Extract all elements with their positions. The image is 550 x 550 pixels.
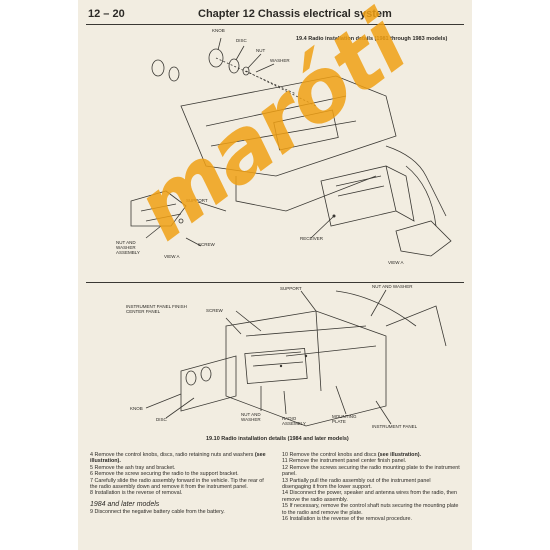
body-text: 4 Remove the control knobs, discs, radio… [90, 452, 462, 546]
knob-2-right [200, 366, 212, 382]
view-a-right-detail [395, 220, 452, 257]
label-nut-and-washer-2: NUT AND WASHER [372, 284, 413, 289]
page-number: 12 – 20 [88, 8, 125, 20]
step-13: 13 Partially pull the radio assembly out… [282, 477, 431, 491]
manual-page: 12 – 20 Chapter 12 Chassis electrical sy… [78, 0, 472, 550]
label-finish-panel: INSTRUMENT PANEL FINISH CENTER PANEL [126, 304, 187, 314]
label-support-2: SUPPORT [280, 286, 302, 291]
page-header: 12 – 20 Chapter 12 Chassis electrical sy… [86, 6, 464, 25]
label-knob-2: KNOB [130, 406, 143, 411]
mounting-plate-front [180, 355, 237, 412]
label-receiver: RECEIVER [300, 236, 324, 241]
label-support: SUPPORT [186, 198, 208, 203]
label-view-a-right: VIEW A [388, 260, 404, 265]
wiring [385, 145, 447, 227]
text-column-left: 4 Remove the control knobs, discs, radio… [90, 452, 268, 515]
step-12: 12 Remove the screws securing the radio … [282, 464, 460, 478]
label-nut-washer-assembly: NUT AND WASHER ASSEMBLY [116, 240, 140, 255]
step-6: 6 Remove the screw securing the radio to… [90, 471, 239, 478]
view-a-left-detail [130, 190, 187, 227]
step-5: 5 Remove the ash tray and bracket. [90, 464, 176, 471]
step-10: 10 Remove the control knobs and discs (s… [282, 452, 422, 458]
knob-2-left [185, 370, 197, 386]
knob-right [208, 48, 224, 68]
step-15: 15 If necessary, remove the control shaf… [282, 503, 459, 516]
radio-assembly-body [244, 348, 308, 384]
radio-installation-drawings [130, 37, 452, 427]
label-radio-assembly: RADIO ASSEMBLY [282, 416, 306, 426]
label-view-a-left: VIEW A [164, 254, 180, 259]
step-8: 8 Installation is the reverse of removal… [90, 490, 183, 497]
text-column-right: 10 Remove the control knobs and discs (s… [282, 452, 460, 522]
subheading-1984-later: 1984 and later models [90, 500, 160, 508]
label-washer: WASHER [270, 58, 290, 63]
label-disc: DISC [236, 38, 247, 43]
step-16: 16 Installation is the reverse of the re… [282, 516, 413, 523]
label-disc-2: DISC [156, 417, 167, 422]
label-screw-2: SCREW [206, 308, 223, 313]
label-mounting-plate: MOUNTING PLATE [332, 414, 357, 424]
label-nut-washer-2: NUT AND WASHER [241, 412, 261, 422]
step-9: 9 Disconnect the negative battery cable … [90, 508, 225, 515]
receiver-box [320, 165, 397, 227]
knob-left [151, 59, 165, 77]
step-7: 7 Carefully slide the radio assembly for… [90, 477, 264, 491]
figure-2-caption: 19.10 Radio installation details (1984 a… [206, 436, 349, 442]
step-4: 4 Remove the control knobs, discs, radio… [90, 452, 266, 465]
label-screw: SCREW [198, 242, 215, 247]
label-knob: KNOB [212, 28, 225, 33]
illustrations: KNOB DISC NUT WASHER 19.4 Radio installa… [86, 26, 464, 446]
figure-1-caption: 19.4 Radio installation details (1981 th… [296, 36, 448, 42]
dash-frame-outline [180, 75, 397, 177]
chapter-title: Chapter 12 Chassis electrical system [198, 8, 392, 20]
radio-opening [273, 109, 339, 151]
label-instrument-panel: INSTRUMENT PANEL [372, 424, 418, 429]
label-nut: NUT [256, 48, 266, 53]
figure-divider [86, 282, 464, 283]
step-14: 14 Disconnect the power, speaker and ant… [282, 490, 458, 503]
step-11: 11 Remove the instrument panel center fi… [282, 458, 407, 465]
